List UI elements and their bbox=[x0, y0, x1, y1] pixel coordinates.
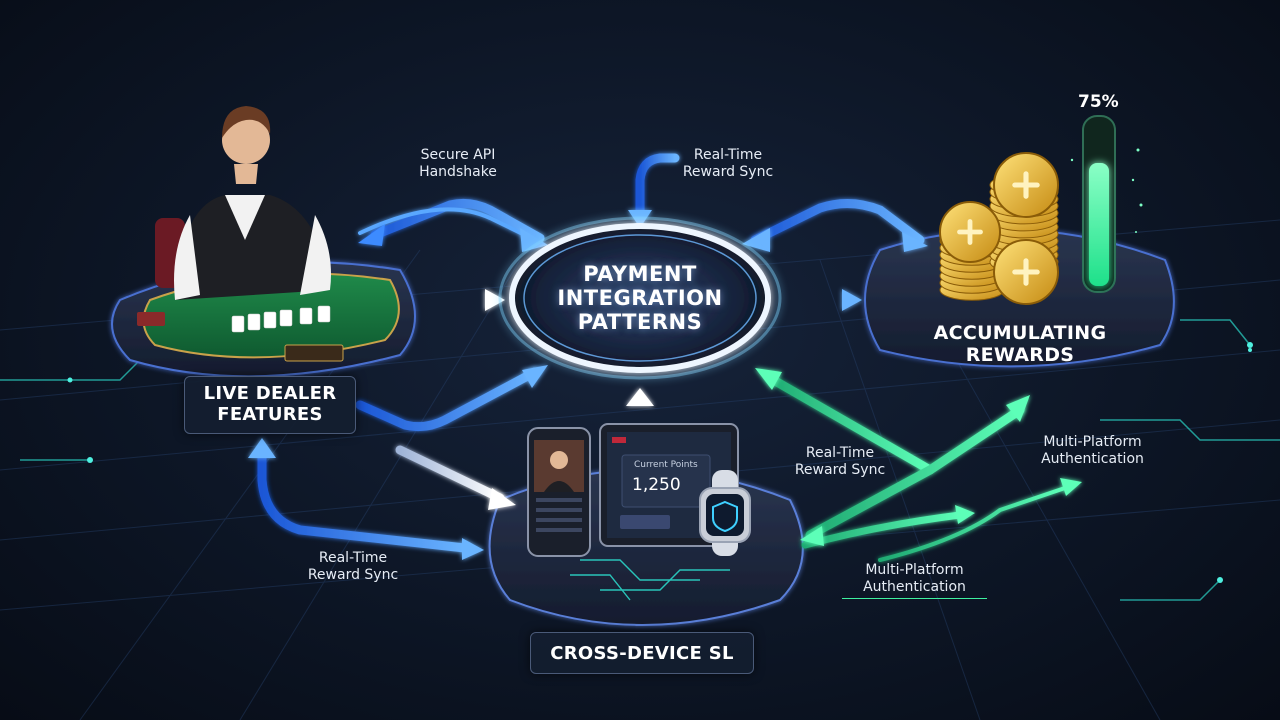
cross-device-platform bbox=[488, 423, 804, 626]
sparkle-icon bbox=[1070, 148, 1143, 233]
card-shoe-icon bbox=[284, 344, 344, 362]
smartwatch-icon bbox=[699, 470, 751, 556]
dealer-icon bbox=[174, 106, 331, 300]
progress-percent-label: 75% bbox=[1078, 92, 1119, 112]
connector-arrows bbox=[257, 153, 1067, 562]
arrow-secure-api-out bbox=[358, 207, 537, 242]
arrow-auth-upper bbox=[878, 486, 1067, 562]
rewards-title: ACCUMULATING REWARDS bbox=[933, 322, 1107, 366]
arrowhead-hub-from-rewards bbox=[742, 228, 770, 252]
arrow-dealer-to-device bbox=[395, 445, 505, 503]
smartphone-icon bbox=[527, 427, 591, 557]
arrowhead-hub-to-rewards bbox=[842, 289, 862, 311]
hub-title: PAYMENT INTEGRATION PATTERNS bbox=[557, 262, 723, 334]
live-dealer-platform bbox=[111, 106, 416, 378]
arrowhead-dealer-to-device bbox=[488, 488, 516, 510]
arrowhead-sync-left bbox=[462, 538, 484, 560]
progress-bar bbox=[1082, 115, 1116, 293]
cross-device-title: CROSS-DEVICE SL bbox=[550, 643, 734, 664]
arrow-dealer-to-hub-lower bbox=[355, 367, 540, 432]
rewards-platform bbox=[864, 115, 1175, 368]
chip-tray-icon bbox=[137, 312, 165, 326]
hub-node bbox=[498, 216, 782, 380]
arrowhead-sync-left-up bbox=[248, 438, 276, 458]
points-caption: Current Points bbox=[634, 460, 698, 470]
arrowhead-rewards-top bbox=[902, 232, 928, 252]
plus-icon bbox=[957, 219, 983, 245]
arrowhead-device-green bbox=[800, 526, 824, 546]
device-circuit-traces bbox=[570, 559, 730, 601]
arrowhead-device-rewards bbox=[1006, 395, 1030, 422]
arrow-sync-mid bbox=[765, 373, 935, 475]
arrowheads bbox=[248, 210, 1082, 560]
points-value: 1,250 bbox=[632, 475, 681, 495]
arrowhead-auth-lower bbox=[955, 505, 975, 524]
arrowhead-hub-from-api bbox=[520, 228, 548, 252]
arrowhead-secure-api bbox=[358, 224, 385, 246]
arrowhead-device-to-hub bbox=[626, 388, 654, 406]
cross-device-badge: CROSS-DEVICE SL bbox=[530, 632, 754, 674]
arrowhead-dealer-to-hub bbox=[485, 289, 505, 311]
arrow-sync-left bbox=[257, 447, 470, 553]
plus-icon bbox=[1012, 258, 1040, 286]
arrow-device-to-rewards bbox=[805, 405, 1025, 540]
arrow-rewards-top bbox=[750, 199, 925, 245]
arrowhead-auth-upper bbox=[1060, 478, 1082, 496]
playing-cards-icon bbox=[231, 305, 331, 333]
gold-coins-icon bbox=[939, 152, 1059, 305]
arrowhead-hub-lower bbox=[522, 365, 548, 388]
arrow-secure-api-in bbox=[370, 198, 545, 243]
live-dealer-badge: LIVE DEALER FEATURES bbox=[184, 376, 356, 434]
live-dealer-title: LIVE DEALER FEATURES bbox=[203, 383, 337, 425]
arrowhead-sync-mid bbox=[755, 368, 782, 390]
plus-icon bbox=[1012, 171, 1040, 199]
arrow-sync-top bbox=[635, 153, 680, 215]
